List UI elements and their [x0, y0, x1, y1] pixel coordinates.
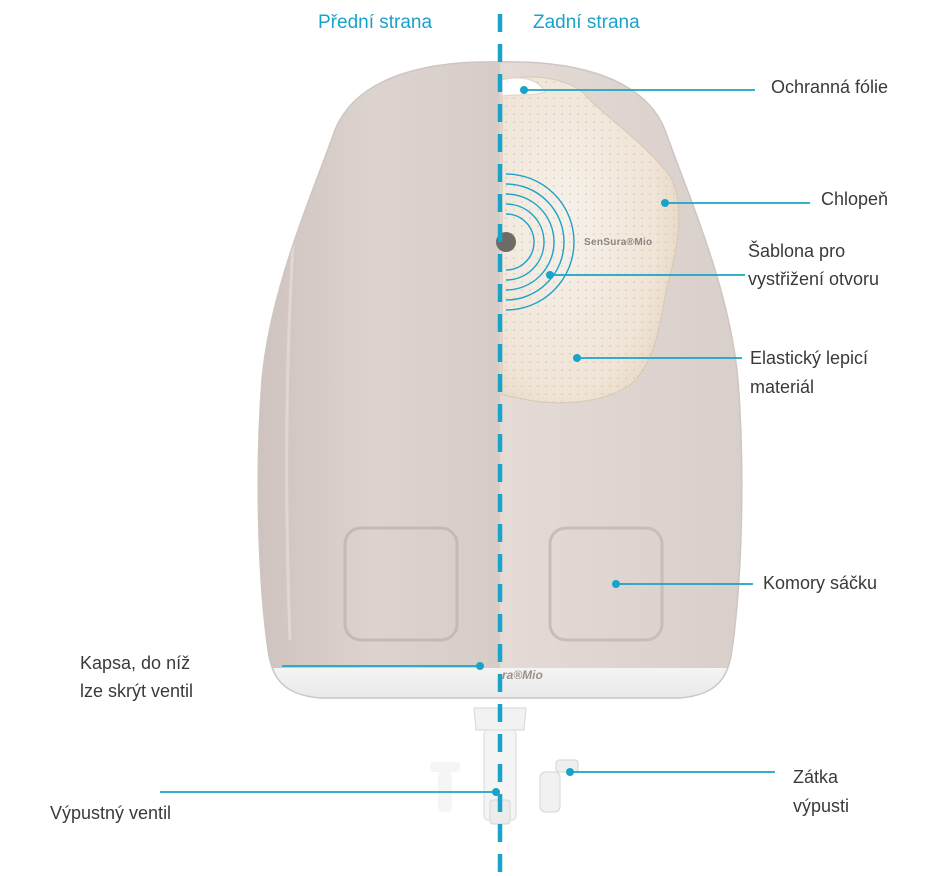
label-protective-film: Ochranná fólie [771, 74, 888, 100]
label-chambers: Komory sáčku [763, 570, 877, 596]
label-plug-line1: Zátka [793, 764, 838, 790]
label-plug-line2: výpusti [793, 793, 849, 819]
label-pocket-line1: Kapsa, do níž [80, 650, 190, 676]
header-front: Přední strana [318, 12, 432, 34]
callout-plug [566, 768, 775, 776]
flange-brand-text: SenSura®Mio [584, 237, 652, 248]
label-adhesive-line1: Elastický lepicí [750, 345, 868, 371]
label-flap: Chlopeň [821, 186, 888, 212]
header-back: Zadní strana [533, 12, 640, 34]
label-drain-valve: Výpustný ventil [50, 800, 171, 826]
label-template-line1: Šablona pro [748, 238, 845, 264]
drain-plug [540, 760, 578, 812]
plug-left-ghost [430, 762, 460, 812]
label-pocket-line2: lze skrýt ventil [80, 678, 193, 704]
label-template-line2: vystřižení otvoru [748, 266, 879, 292]
pouch-brand-text: ra®Mio [502, 668, 543, 682]
label-adhesive-line2: materiál [750, 374, 814, 400]
